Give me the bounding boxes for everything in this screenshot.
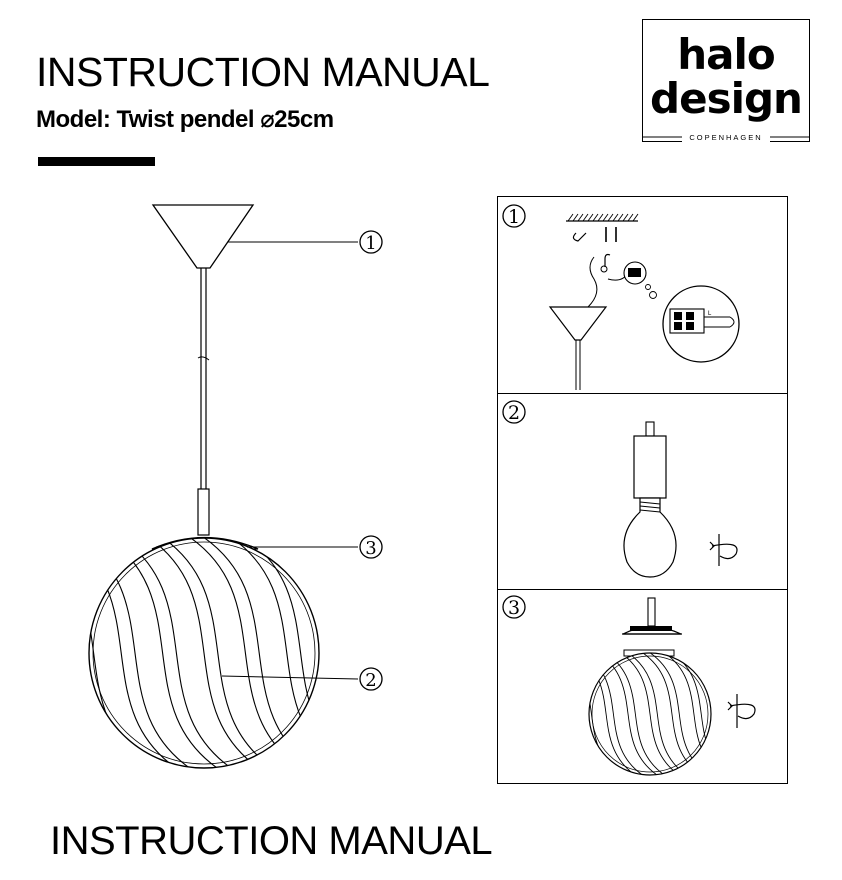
ceiling-hatch-line bbox=[622, 213, 629, 222]
logo-divider-lines bbox=[641, 136, 810, 137]
ceiling-hatch-line bbox=[607, 213, 614, 222]
rotate-clockwise-icon bbox=[709, 534, 738, 566]
swirl-stripe bbox=[140, 538, 282, 768]
logo-line-design: design bbox=[650, 74, 803, 123]
canopy-shape bbox=[151, 204, 255, 269]
step-2-panel: 2 bbox=[498, 393, 787, 590]
swirl-stripe bbox=[660, 653, 711, 775]
svg-text:3: 3 bbox=[365, 538, 376, 559]
step-2-drawing: 2 bbox=[502, 400, 738, 578]
wire-label-l: L bbox=[708, 311, 712, 317]
logo-line-halo: halo bbox=[677, 30, 776, 79]
step-1-drawing: 1 bbox=[502, 204, 740, 390]
step-3-drawing: 3 bbox=[502, 595, 756, 776]
ceiling-hatch-line bbox=[602, 213, 609, 222]
swirl-stripe bbox=[704, 653, 711, 775]
assembly-steps: 1 bbox=[497, 196, 788, 784]
title-rule bbox=[38, 157, 155, 166]
ceiling-hatch-line bbox=[592, 213, 599, 222]
ceiling-hatch-line bbox=[582, 213, 589, 222]
light-bulb bbox=[623, 497, 677, 578]
rotate-clockwise-icon bbox=[727, 694, 756, 728]
ceiling-hatch-line bbox=[627, 213, 634, 222]
footer-title: INSTRUCTION MANUAL bbox=[50, 819, 493, 863]
page-title: INSTRUCTION MANUAL bbox=[36, 49, 490, 95]
callout-2: 2 bbox=[359, 667, 383, 691]
ceiling-hatch-line bbox=[567, 213, 574, 222]
ceiling-hatch-line bbox=[597, 213, 604, 222]
ceiling-hatch-line bbox=[577, 213, 584, 222]
ceiling-hatch-line bbox=[612, 213, 619, 222]
svg-text:2: 2 bbox=[365, 670, 376, 691]
ceiling-hatch-line bbox=[587, 213, 594, 222]
step-3-number: 3 bbox=[508, 597, 520, 619]
callout-3: 3 bbox=[359, 535, 383, 559]
step-2-number: 2 bbox=[508, 402, 520, 424]
swirl-stripe bbox=[306, 538, 319, 768]
ceiling-hatch-line bbox=[572, 213, 579, 222]
ceiling-hatch-line bbox=[632, 213, 639, 222]
logo-subtitle: COPENHAGEN bbox=[643, 133, 809, 142]
pendant-illustration: 1 3 2 bbox=[88, 204, 383, 769]
model-name: Model: Twist pendel ⌀25cm bbox=[36, 106, 334, 133]
step-1-number: 1 bbox=[508, 206, 520, 228]
step-1-panel: 1 bbox=[498, 197, 787, 393]
svg-text:1: 1 bbox=[365, 233, 376, 254]
callout-1: 1 bbox=[359, 230, 383, 254]
brand-logo: halo design COPENHAGEN bbox=[641, 19, 810, 142]
step-3-panel: 3 bbox=[498, 589, 787, 786]
ceiling-hatch-line bbox=[617, 213, 624, 222]
swirl-stripe bbox=[616, 653, 692, 775]
